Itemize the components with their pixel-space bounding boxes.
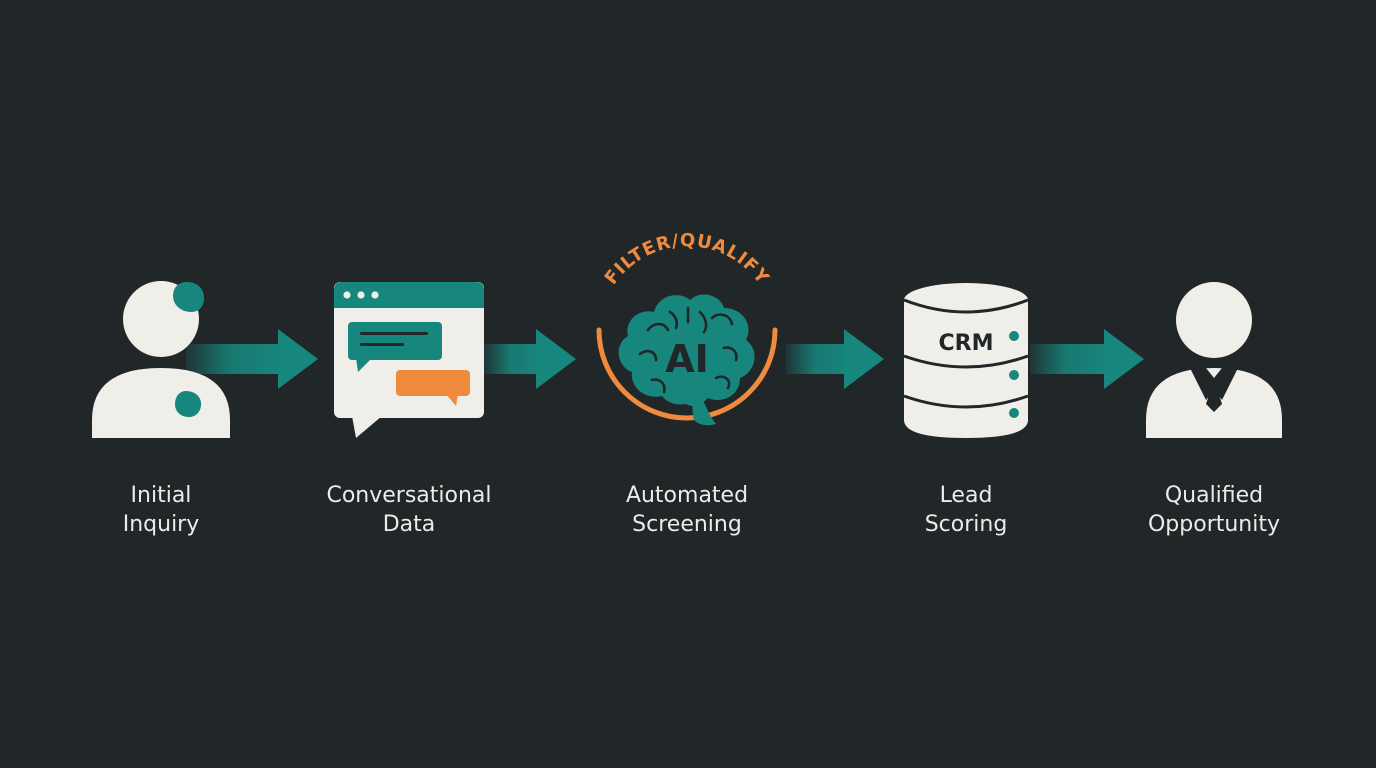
arc-label: FILTER/QUALIFY [601, 230, 773, 288]
step-label-qualified-opportunity: Qualified Opportunity [1104, 481, 1324, 539]
label-line-1: Conversational [326, 483, 492, 508]
crm-label: CRM [939, 331, 994, 356]
teal-drop-icon [173, 282, 205, 312]
label-line-1: Automated [625, 483, 749, 508]
label-line-1: Lead [939, 483, 993, 508]
businessman-icon [1146, 282, 1282, 438]
label-line-2: Inquiry [122, 512, 200, 537]
arrow-2 [484, 329, 576, 389]
step-label-conversational-data: Conversational Data [299, 481, 519, 539]
crm-database-icon: CRM [903, 283, 1029, 438]
label-line-1: Initial [130, 483, 192, 508]
ai-brain-icon: FILTER/QUALIFY AI [596, 230, 778, 426]
arrow-1 [186, 329, 318, 389]
tie-icon [1206, 378, 1222, 412]
brain-folds [638, 306, 738, 394]
label-line-2: Opportunity [1147, 512, 1281, 537]
step-label-automated-screening: Automated Screening [577, 481, 797, 539]
label-line-2: Data [382, 512, 436, 537]
step-label-lead-scoring: Lead Scoring [856, 481, 1076, 539]
orange-ring [596, 327, 778, 421]
step-label-initial-inquiry: Initial Inquiry [51, 481, 271, 539]
label-line-2: Scoring [924, 512, 1008, 537]
chat-window-icon [334, 282, 484, 438]
teal-drop-icon [175, 391, 202, 417]
arrow-4 [1030, 329, 1144, 389]
person-icon [92, 281, 230, 438]
label-line-2: Screening [632, 512, 742, 537]
label-line-1: Qualified [1164, 483, 1264, 508]
arrow-3 [786, 329, 884, 389]
ai-label: AI [665, 337, 709, 381]
